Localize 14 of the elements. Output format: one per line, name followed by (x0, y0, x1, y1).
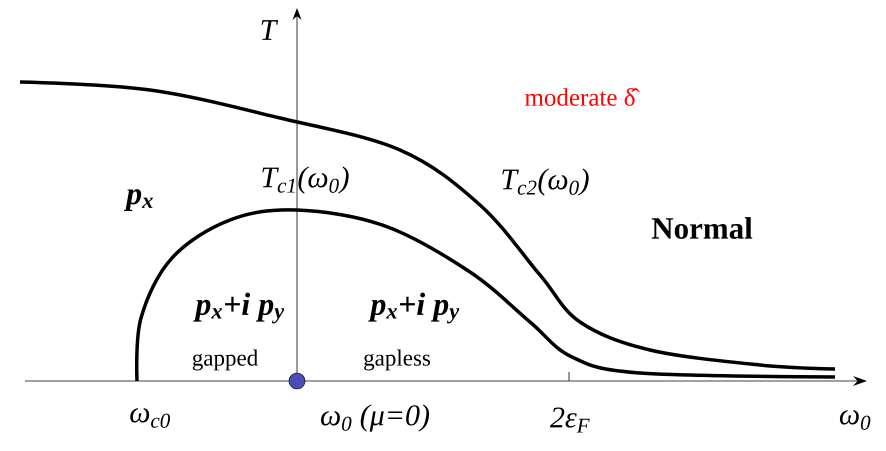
curve-label: T$_{c2}$(ω$_{0}$) (502, 168, 589, 196)
axis-label: ω$_{0}$ (840, 410, 870, 430)
curve-label: T$_{c1}$(ω$_{0}$) (262, 166, 349, 194)
axis-label: T (262, 20, 278, 40)
phase-label: p$_{x}$ (124, 189, 153, 211)
tick-label: ω$_{0}$ (μ=0) (321, 404, 430, 432)
tick-label: 2ε$_{F}$ (550, 407, 590, 433)
phase-label: p$_{x}$+i p$_{y}$ (368, 292, 460, 324)
tick-label: ω$_{c0}$ (130, 408, 170, 428)
phase-label: gapless (364, 350, 430, 370)
annotation-text: moderate δ̂ (525, 88, 640, 106)
phase-label: Normal (652, 217, 752, 239)
phase-label: gapped (192, 350, 258, 370)
phase-label: p$_{x}$+i p$_{y}$ (193, 292, 284, 324)
